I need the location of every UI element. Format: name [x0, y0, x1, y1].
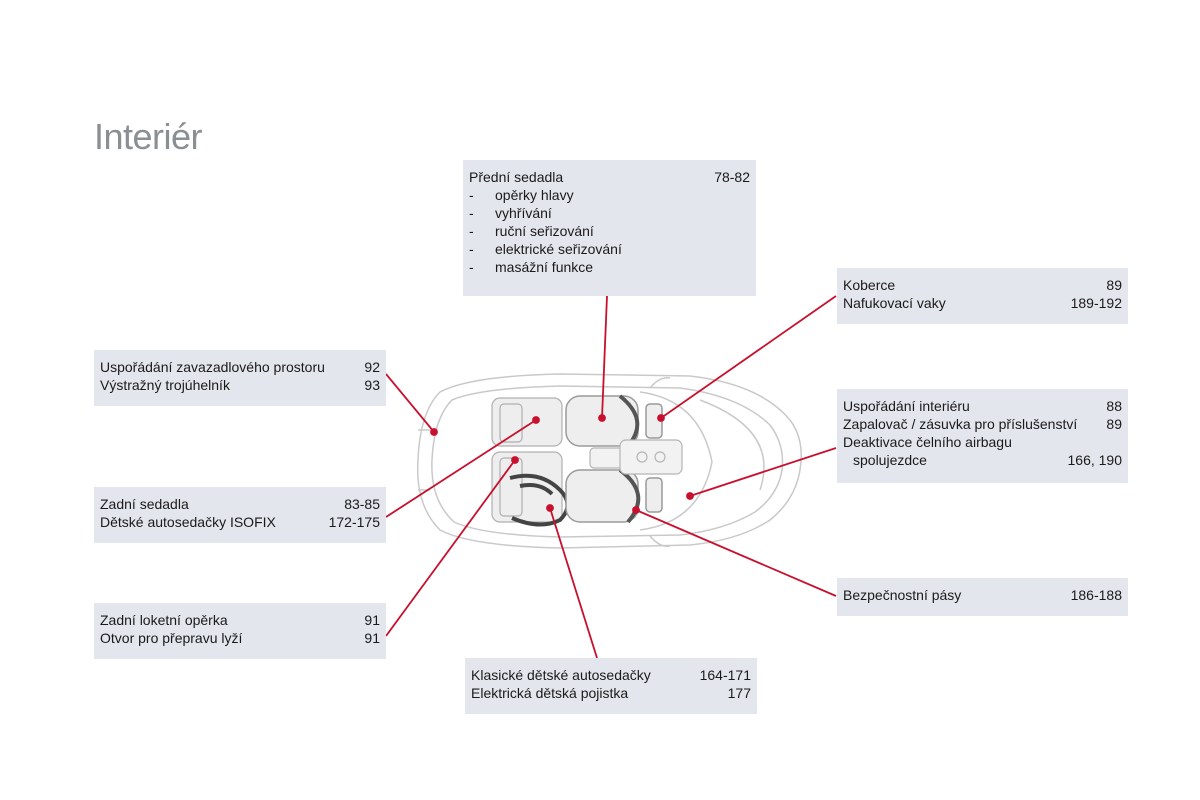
rear-seats-illustration: [491, 397, 563, 523]
center-console-illustration: [589, 439, 683, 475]
isofix-row: Dětské autosedačky ISOFIX 172-175: [100, 514, 380, 530]
carpets-box: Koberce 89 Nafukovací vaky 189-192: [837, 268, 1128, 324]
child-seats-row: Klasické dětské autosedačky 164-171: [471, 667, 751, 683]
lighter-row: Zapalovač / zásuvka pro příslušenství 89: [843, 416, 1122, 432]
warning-triangle-row: Výstražný trojúhelník 93: [100, 377, 380, 393]
front-seats-item: -masážní funkce: [469, 259, 594, 275]
front-seats-item: -opěrky hlavy: [469, 187, 574, 203]
belts-box: Bezpečnostní pásy 186-188: [837, 578, 1128, 616]
armrest-row: Zadní loketní opěrka 91: [100, 612, 380, 628]
front-seats-heading-row: Přední sedadla 78-82: [469, 168, 750, 186]
front-seats-box: Přední sedadla 78-82 -opěrky hlavy -vyhř…: [463, 160, 756, 296]
front-seats-item: -elektrické seřizování: [469, 241, 622, 257]
front-seats-page: 78-82: [714, 169, 750, 185]
trunk-box: Uspořádání zavazadlového prostoru 92 Výs…: [94, 350, 386, 406]
interior-layout-row: Uspořádání interiéru 88: [843, 398, 1122, 414]
carpets-row: Koberce 89: [843, 277, 1122, 293]
airbags-row: Nafukovací vaky 189-192: [843, 295, 1122, 311]
belts-row: Bezpečnostní pásy 186-188: [843, 587, 1122, 603]
rear-seats-row: Zadní sedadla 83-85: [100, 496, 380, 512]
interior-box: Uspořádání interiéru 88 Zapalovač / zásu…: [837, 389, 1128, 483]
page-title: Interiér: [94, 116, 203, 157]
front-seats-item: -vyhřívání: [469, 205, 552, 221]
airbag-deactivation-row-cont: spolujezdce 166, 190: [853, 452, 1122, 468]
callout-lines: [385, 295, 837, 659]
trunk-row: Uspořádání zavazadlového prostoru 92: [100, 359, 380, 375]
rear-seats-box: Zadní sedadla 83-85 Dětské autosedačky I…: [94, 487, 386, 543]
front-seats-item: -ruční seřizování: [469, 223, 594, 239]
car-outline: [416, 373, 802, 549]
child-seats-box: Klasické dětské autosedačky 164-171 Elek…: [465, 658, 757, 714]
front-seats-heading: Přední sedadla: [469, 169, 564, 185]
child-lock-row: Elektrická dětská pojistka 177: [471, 685, 751, 701]
airbag-deactivation-row: Deaktivace čelního airbagu: [843, 434, 1012, 450]
armrest-box: Zadní loketní opěrka 91 Otvor pro přepra…: [94, 603, 386, 659]
ski-hatch-row: Otvor pro přepravu lyží 91: [100, 630, 380, 646]
